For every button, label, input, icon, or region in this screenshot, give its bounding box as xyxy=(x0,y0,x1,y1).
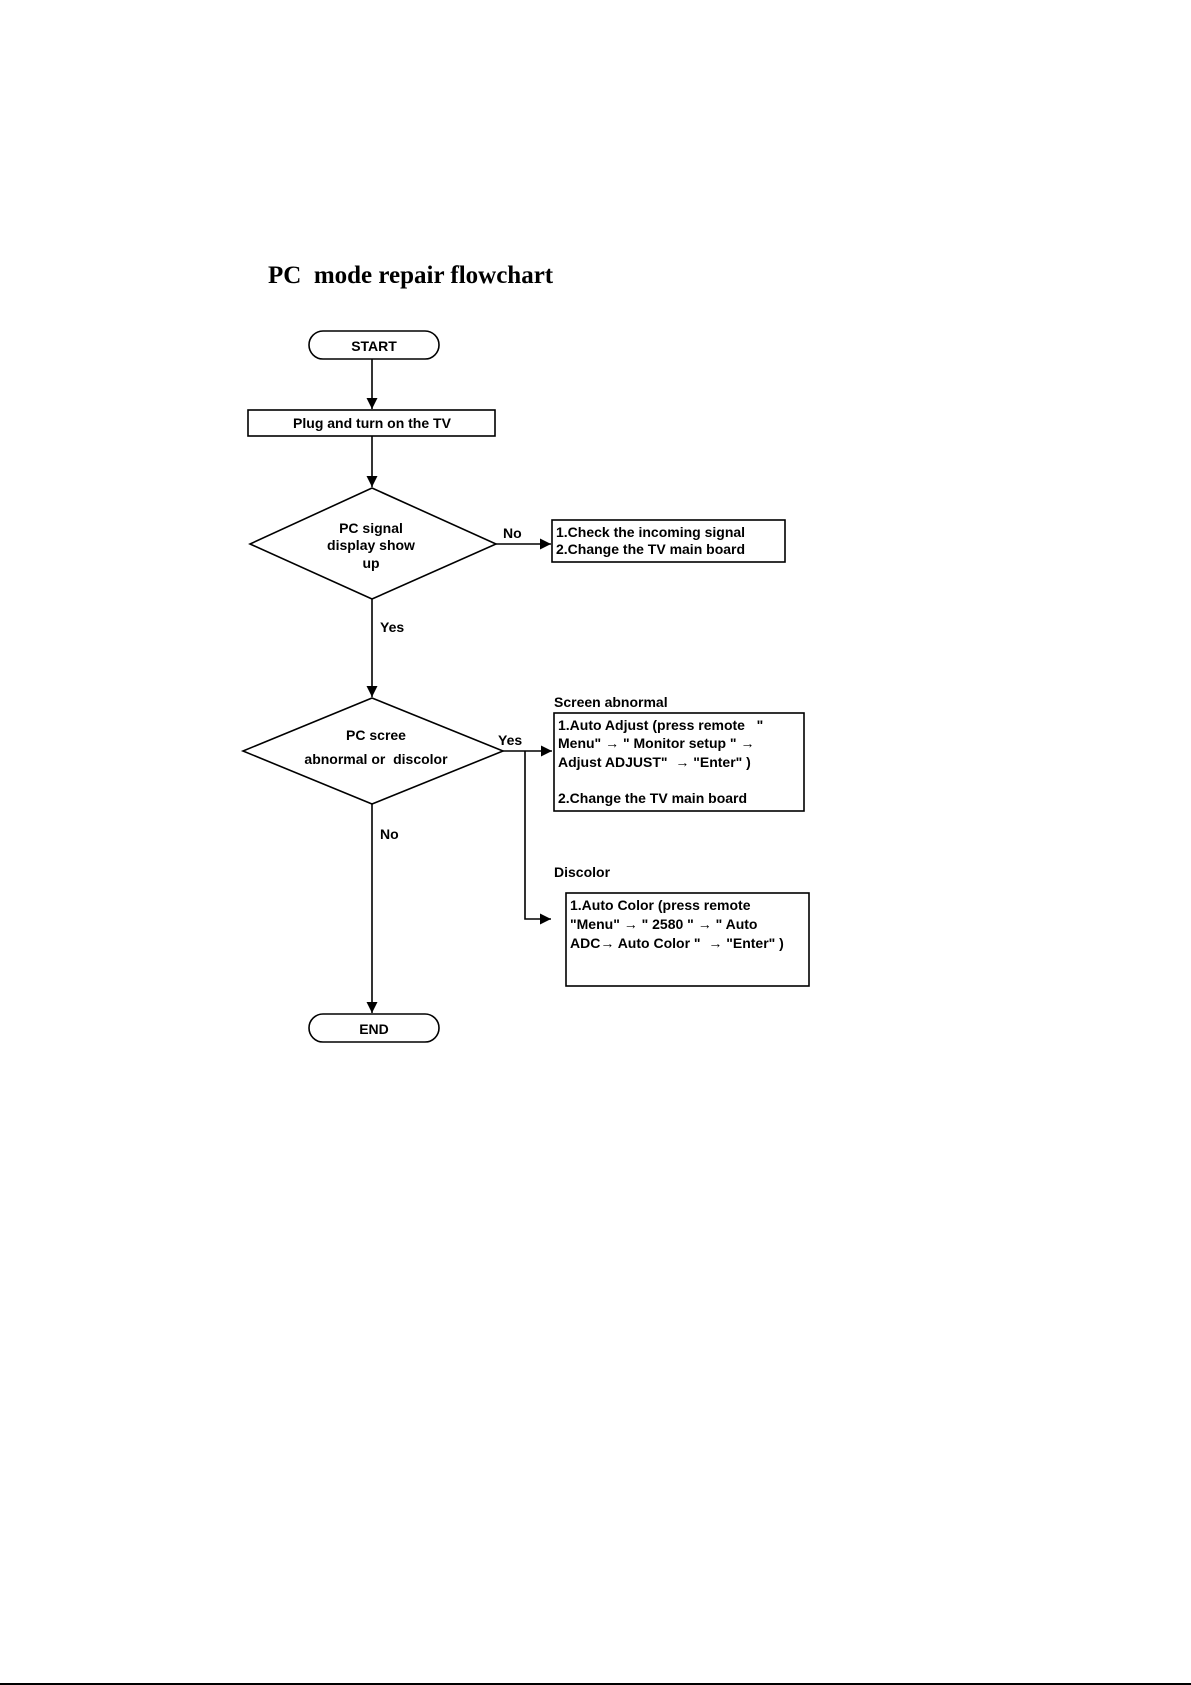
label-discolor: Discolor xyxy=(554,864,611,880)
page-title: PC mode repair flowchart xyxy=(268,262,554,289)
start-label: START xyxy=(351,338,397,354)
color-node: 1.Auto Color (press remote "Menu" → " 25… xyxy=(565,892,810,987)
decision1-line-3: up xyxy=(362,555,379,571)
decision2-line-1: PC scree xyxy=(346,727,406,743)
page-bottom-rule xyxy=(0,1683,1191,1685)
end-label: END xyxy=(359,1021,389,1037)
label-yes-1: Yes xyxy=(380,619,404,635)
plug-label: Plug and turn on the TV xyxy=(293,415,452,431)
check-node: 1.Check the incoming signal 2.Change the… xyxy=(551,519,786,563)
start-node: START xyxy=(308,330,440,360)
adjust-line-3: Adjust ADJUST" → "Enter" ) xyxy=(558,754,751,770)
adjust-node: 1.Auto Adjust (press remote " Menu" → " … xyxy=(553,712,805,812)
decision2-node: PC scree abnormal or discolor xyxy=(240,697,506,805)
decision1-line-2: display show xyxy=(327,537,415,553)
decision1-line-1: PC signal xyxy=(339,520,403,536)
check-line-1: 1.Check the incoming signal xyxy=(556,524,745,540)
check-line-2: 2.Change the TV main board xyxy=(556,541,745,557)
decision2-line-2: abnormal or discolor xyxy=(304,751,448,767)
label-screen-abnormal: Screen abnormal xyxy=(554,694,668,710)
color-line-3: ADC→ Auto Color " → "Enter" ) xyxy=(570,935,784,951)
edge-decision2-color xyxy=(524,751,551,925)
label-no-1: No xyxy=(503,525,522,541)
color-line-1: 1.Auto Color (press remote xyxy=(570,897,751,913)
end-node: END xyxy=(308,1013,440,1043)
adjust-line-2: Menu" → " Monitor setup " → xyxy=(558,735,754,751)
adjust-line-5: 2.Change the TV main board xyxy=(558,790,747,806)
label-yes-2: Yes xyxy=(498,732,522,748)
plug-node: Plug and turn on the TV xyxy=(247,409,496,437)
decision1-node: PC signal display show up xyxy=(248,487,498,600)
label-no-2: No xyxy=(380,826,399,842)
adjust-line-1: 1.Auto Adjust (press remote " xyxy=(558,717,763,733)
color-line-2: "Menu" → " 2580 " → " Auto xyxy=(570,916,757,932)
